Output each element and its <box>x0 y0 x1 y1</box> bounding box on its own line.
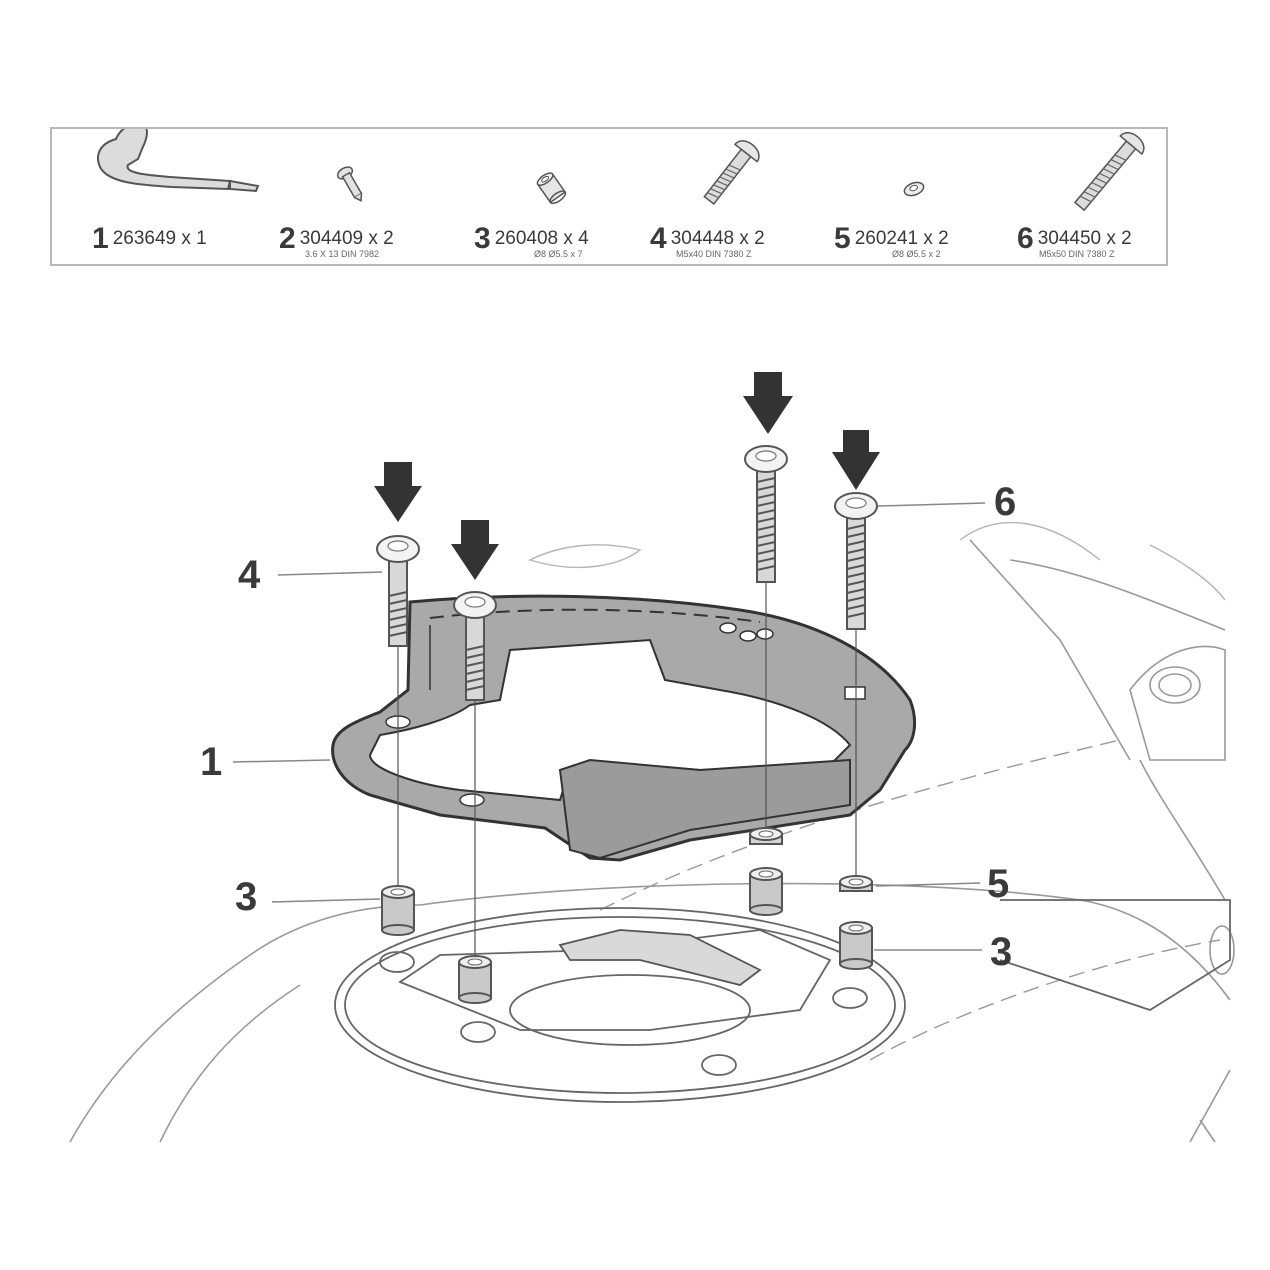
washer-icon <box>903 181 925 197</box>
part-number: 1 <box>92 222 109 255</box>
part-spec: Ø8 Ø5.5 x 2 <box>892 249 941 259</box>
part-code: 304409 x 2 <box>299 228 394 249</box>
part-spec: M5x40 DIN 7380 Z <box>676 249 752 259</box>
down-arrow-icon <box>451 520 499 580</box>
exploded-assembly-drawing <box>69 372 1235 1143</box>
spacer-left <box>381 885 415 936</box>
down-arrow-icon <box>374 462 422 522</box>
callout-leader-lines <box>232 502 986 951</box>
steering-head-outline <box>969 539 1235 975</box>
down-arrow-icon <box>743 372 793 434</box>
small-screw-icon <box>336 166 363 202</box>
part-spec: 3.6 X 13 DIN 7982 <box>305 249 380 259</box>
callout-6: 6 <box>994 480 1017 524</box>
part-code: 304448 x 2 <box>670 228 765 249</box>
seat-outline <box>528 521 1226 601</box>
spacer-icon <box>536 172 567 205</box>
callout-3-right: 3 <box>990 930 1013 974</box>
bolt-m5x50-icon <box>1073 132 1145 212</box>
tank-outline <box>69 882 1231 1143</box>
bolt-left-inner <box>453 591 497 701</box>
bolt-right-outer <box>834 492 878 630</box>
part-code: 263649 x 1 <box>112 228 207 249</box>
part-code: 260408 x 4 <box>494 228 589 249</box>
tank-filler-ring <box>334 899 1231 1103</box>
spacer-center <box>458 955 492 1004</box>
spacer-right-inner <box>749 867 783 916</box>
callout-3-left: 3 <box>235 875 258 919</box>
spacer-right-outer <box>839 921 873 970</box>
down-arrow-icon <box>832 430 880 490</box>
callout-4: 4 <box>238 553 261 597</box>
part-number: 4 <box>650 222 667 255</box>
part-code: 304450 x 2 <box>1037 228 1132 249</box>
part-spec: M5x50 DIN 7380 Z <box>1039 249 1115 259</box>
bolt-right-inner <box>744 445 788 583</box>
part-number: 3 <box>474 222 491 255</box>
part-number: 2 <box>279 222 296 255</box>
bracket-icon <box>97 129 260 193</box>
callout-1: 1 <box>200 740 223 784</box>
bolt-left-outer <box>376 535 420 647</box>
callout-5: 5 <box>987 862 1010 906</box>
tank-ring-bracket <box>331 594 917 862</box>
part-spec: Ø8 Ø5.5 x 7 <box>534 249 583 259</box>
washer-right-inner <box>749 827 783 845</box>
part-number: 6 <box>1017 222 1034 255</box>
bolt-m5x40-icon <box>703 140 760 206</box>
washer-right-outer <box>839 875 873 892</box>
part-number: 5 <box>834 222 851 255</box>
part-code: 260241 x 2 <box>854 228 949 249</box>
